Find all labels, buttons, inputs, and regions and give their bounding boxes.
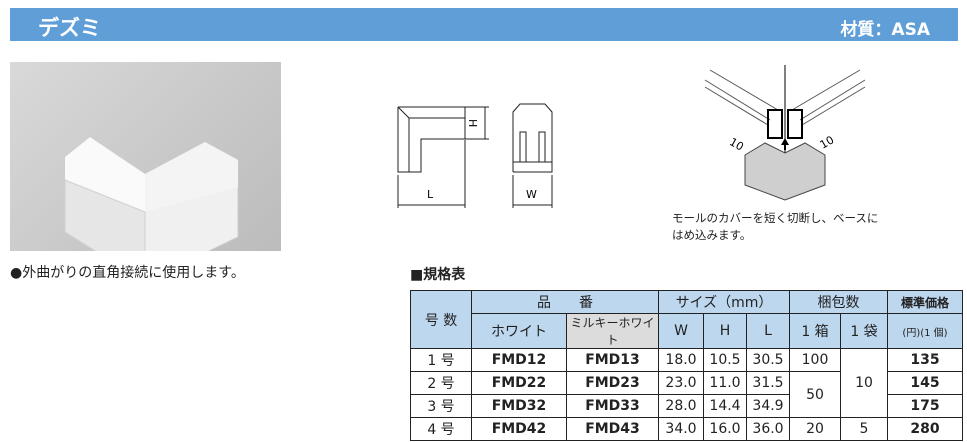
cell-h: 11.0	[703, 371, 747, 395]
cell-white: FMD42	[471, 417, 567, 441]
installation-diagram: 10 10	[704, 65, 866, 201]
cell-price: 135	[887, 348, 963, 372]
label-h: H	[466, 119, 479, 127]
cell-l: 31.5	[746, 371, 790, 395]
cell-milky: FMD13	[566, 348, 659, 372]
cell-w: 18.0	[658, 348, 704, 372]
caption-line: モールのカバーを短く切断し、ベースに	[672, 211, 879, 225]
installation-caption: モールのカバーを短く切断し、ベースに はめ込みます。	[672, 210, 912, 244]
th-box: 1 箱	[789, 313, 841, 349]
th-w: W	[658, 313, 704, 349]
cell-w: 23.0	[658, 371, 704, 395]
dim-left: 10	[727, 135, 746, 153]
cell-price: 145	[887, 371, 963, 395]
header-bar: デズミ 材質：ASA	[10, 8, 958, 41]
caption-line: はめ込みます。	[672, 228, 752, 242]
material-label: 材質：ASA	[840, 20, 930, 40]
cell-price: 280	[887, 417, 963, 441]
page-title: デズミ	[38, 16, 101, 40]
cell-w: 28.0	[658, 394, 704, 418]
th-part: 品 番	[471, 290, 659, 314]
cell-h: 14.4	[703, 394, 747, 418]
cell-milky: FMD43	[566, 417, 659, 441]
cell-no: 4 号	[410, 417, 472, 441]
cell-box: 100	[789, 348, 841, 372]
product-photo	[10, 62, 281, 283]
cell-bag: 10	[840, 348, 888, 418]
product-image	[64, 136, 239, 283]
table-row: 1 号 FMD12 FMD13 18.0 10.5 30.5 100 10 13…	[410, 348, 963, 418]
cell-milky: FMD23	[566, 371, 659, 395]
cell-l: 34.9	[746, 394, 790, 418]
th-pack: 梱包数	[789, 290, 888, 314]
cell-white: FMD32	[471, 394, 567, 418]
cell-white: FMD12	[471, 348, 567, 372]
cell-bag: 5	[840, 417, 888, 441]
cell-milky: FMD33	[566, 394, 659, 418]
th-l: L	[746, 313, 790, 349]
dim-right: 10	[818, 133, 837, 151]
th-bag: 1 袋	[840, 313, 888, 349]
dimension-drawing: H L W	[397, 103, 553, 208]
cell-white: FMD22	[471, 371, 567, 395]
label-w: W	[526, 188, 537, 201]
th-milky: ミルキーホワイト	[566, 313, 659, 349]
cell-no: 2 号	[410, 371, 472, 395]
label-l: L	[427, 188, 434, 201]
cell-no: 3 号	[410, 394, 472, 418]
cell-h: 16.0	[703, 417, 747, 441]
spec-table: 号 数 品 番 サイズ（mm） 梱包数 標準価格 ホワイト ミルキーホワイト W…	[410, 290, 963, 441]
th-size: サイズ（mm）	[658, 290, 790, 314]
usage-note: ●外曲がりの直角接続に使用します。	[10, 265, 245, 281]
th-price-unit: (円)(1 個)	[887, 313, 963, 349]
spec-title: ■規格表	[410, 267, 466, 283]
th-number: 号 数	[410, 290, 472, 349]
th-h: H	[703, 313, 747, 349]
cell-h: 10.5	[703, 348, 747, 372]
th-price: 標準価格	[887, 290, 963, 314]
cell-box: 50	[789, 371, 841, 418]
cell-price: 175	[887, 394, 963, 418]
cell-box: 20	[789, 417, 841, 441]
table-row: 2 号 FMD22 FMD23 23.0 11.0 31.5 50 145	[410, 371, 963, 418]
cell-w: 34.0	[658, 417, 704, 441]
table-row: 4 号 FMD42 FMD43 34.0 16.0 36.0 20 5 280	[410, 417, 963, 441]
cell-l: 30.5	[746, 348, 790, 372]
th-white: ホワイト	[471, 313, 567, 349]
cell-l: 36.0	[746, 417, 790, 441]
cell-no: 1 号	[410, 348, 472, 372]
